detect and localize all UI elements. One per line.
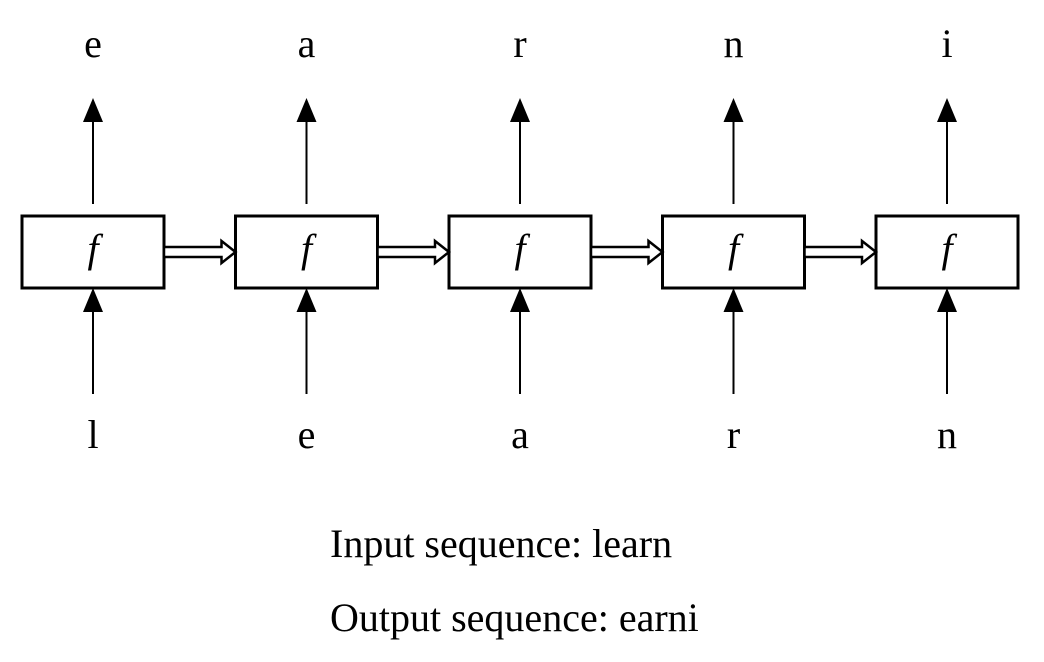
input-arrow-3-head [510, 288, 530, 312]
output-char-3: r [513, 21, 526, 66]
input-char-2: e [298, 412, 316, 457]
output-arrow-5-head [937, 98, 957, 122]
output-arrow-2-head [296, 98, 317, 122]
cell-3: fra [447, 21, 593, 457]
cell-1: fel [20, 21, 166, 457]
input-arrow-5-head [937, 288, 957, 312]
cell-2: fae [234, 21, 379, 457]
recurrent-arrow-shape-2 [376, 238, 452, 266]
cell-box-3 [447, 214, 593, 290]
output-sequence-label: Output sequence: [330, 595, 609, 640]
input-sequence-caption: Input sequence: learn [330, 524, 672, 564]
input-sequence-value: learn [592, 521, 673, 566]
cell-box-1 [20, 214, 166, 290]
recurrent-arrow-shape-1 [162, 238, 238, 266]
output-arrow-3 [510, 98, 530, 204]
cell-box-5 [874, 214, 1020, 290]
input-arrow-3 [510, 288, 530, 394]
cell-box-4 [661, 214, 806, 290]
recurrent-arrow-shape-4 [803, 238, 879, 266]
output-arrow-4 [723, 98, 744, 204]
input-arrow-2 [296, 288, 317, 394]
input-char-5: n [937, 412, 957, 457]
output-char-1: e [84, 21, 102, 66]
recurrent-arrow-1 [162, 238, 238, 266]
input-arrow-2-head [296, 288, 317, 312]
output-arrow-5 [937, 98, 957, 204]
input-arrow-1 [83, 288, 103, 394]
output-arrow-3-head [510, 98, 530, 122]
recurrent-arrow-2 [376, 238, 452, 266]
output-arrow-1 [83, 98, 103, 204]
recurrent-links-layer [162, 238, 879, 266]
output-arrow-4-head [723, 98, 744, 122]
cell-5: fin [874, 21, 1020, 457]
output-arrow-2 [296, 98, 317, 204]
input-arrow-5 [937, 288, 957, 394]
input-char-1: l [87, 412, 98, 457]
output-char-2: a [298, 21, 316, 66]
input-arrow-4-head [723, 288, 744, 312]
output-sequence-caption: Output sequence: earni [330, 598, 699, 638]
recurrent-arrow-shape-3 [589, 238, 665, 266]
output-char-5: i [941, 21, 952, 66]
input-char-3: a [511, 412, 529, 457]
input-sequence-label: Input sequence: [330, 521, 583, 566]
output-sequence-value: earni [618, 595, 699, 640]
input-arrow-4 [723, 288, 744, 394]
cell-box-2 [234, 214, 379, 290]
output-arrow-1-head [83, 98, 103, 122]
recurrent-arrow-4 [803, 238, 879, 266]
input-char-4: r [727, 412, 740, 457]
output-char-4: n [724, 21, 744, 66]
cell-4: fnr [661, 21, 806, 457]
recurrent-arrow-3 [589, 238, 665, 266]
input-arrow-1-head [83, 288, 103, 312]
